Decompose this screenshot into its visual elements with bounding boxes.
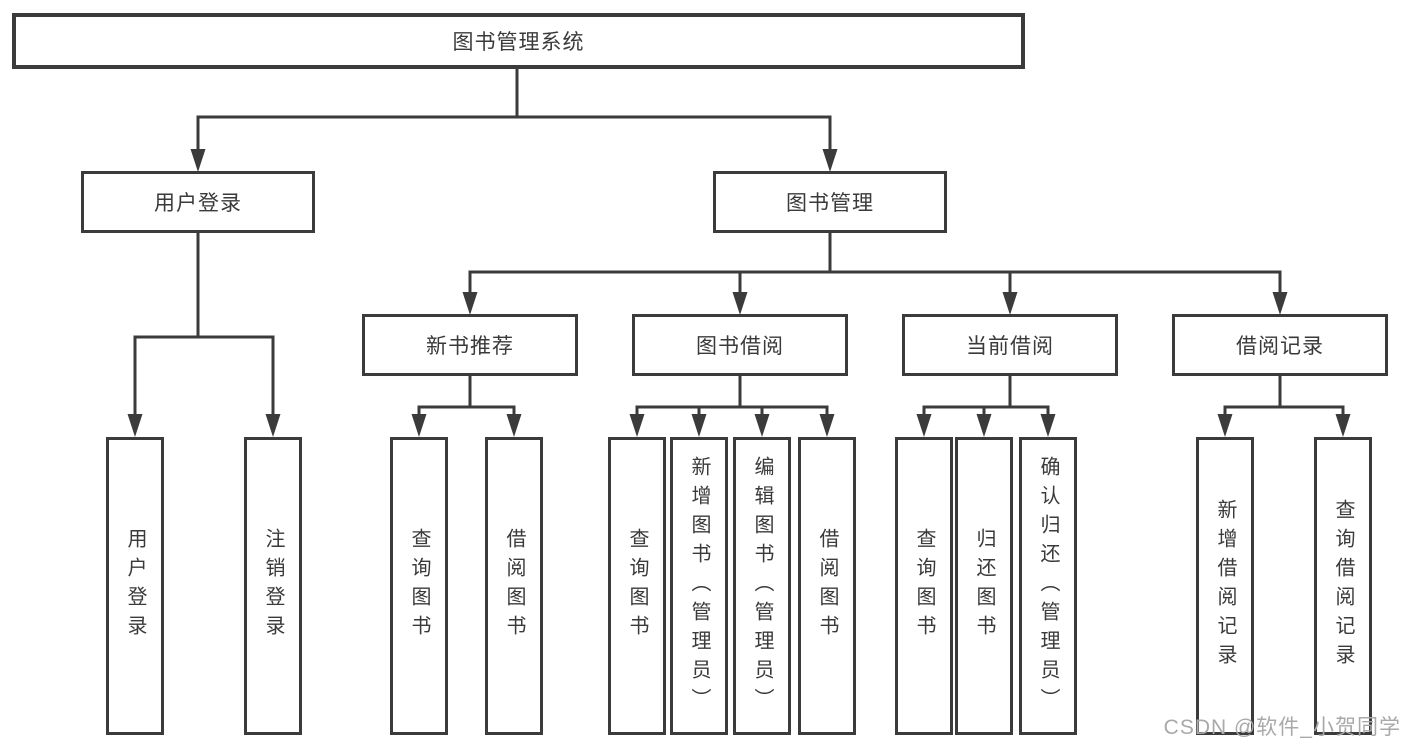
node-book-borrow: 图书借阅 (632, 314, 848, 376)
tree-edges (133, 66, 1345, 420)
watermark: CSDN @软件_小贺同学 (1163, 716, 1401, 739)
node-label: 查询图书 (408, 528, 430, 644)
node-label: 新增图书（管理员） (688, 455, 710, 717)
leaf-query-books-current: 查询图书 (895, 437, 953, 735)
leaf-edit-book-admin: 编辑图书（管理员） (733, 437, 791, 735)
leaf-query-borrow-record: 查询借阅记录 (1314, 437, 1372, 735)
node-label: 用户登录 (124, 528, 146, 644)
node-user-login: 用户登录 (81, 171, 315, 233)
node-book-management: 图书管理 (713, 171, 947, 233)
node-label: 借阅图书 (816, 528, 838, 644)
leaf-add-book-admin: 新增图书（管理员） (670, 437, 728, 735)
node-label: 编辑图书（管理员） (751, 455, 773, 717)
leaf-query-books-recommend: 查询图书 (390, 437, 448, 735)
node-label: 借阅图书 (503, 528, 525, 644)
node-label: 新增借阅记录 (1214, 499, 1236, 673)
node-label: 用户登录 (154, 192, 242, 215)
leaf-borrow-books-borrow: 借阅图书 (798, 437, 856, 735)
leaf-return-book: 归还图书 (955, 437, 1013, 735)
node-label: 图书管理系统 (452, 31, 585, 54)
node-label: 借阅记录 (1236, 335, 1324, 358)
leaf-borrow-books-recommend: 借阅图书 (485, 437, 543, 735)
node-label: 图书借阅 (696, 335, 784, 358)
node-label: 图书管理 (786, 192, 874, 215)
leaf-add-borrow-record: 新增借阅记录 (1196, 437, 1254, 735)
leaf-confirm-return-admin: 确认归还（管理员） (1019, 437, 1077, 735)
node-label: 注销登录 (262, 528, 284, 644)
arrowhead-icons (127, 149, 1351, 437)
node-label: 查询图书 (626, 528, 648, 644)
node-label: 确认归还（管理员） (1037, 455, 1059, 717)
node-label: 查询图书 (913, 528, 935, 644)
leaf-logout: 注销登录 (244, 437, 302, 735)
node-new-book-recommend: 新书推荐 (362, 314, 578, 376)
node-label: 归还图书 (973, 528, 995, 644)
leaf-query-books-borrow: 查询图书 (608, 437, 666, 735)
leaf-user-login: 用户登录 (106, 437, 164, 735)
node-label: 查询借阅记录 (1332, 499, 1354, 673)
node-label: 新书推荐 (426, 335, 514, 358)
node-root: 图书管理系统 (12, 13, 1025, 69)
node-current-borrow: 当前借阅 (902, 314, 1118, 376)
node-label: 当前借阅 (966, 335, 1054, 358)
node-borrow-records: 借阅记录 (1172, 314, 1388, 376)
